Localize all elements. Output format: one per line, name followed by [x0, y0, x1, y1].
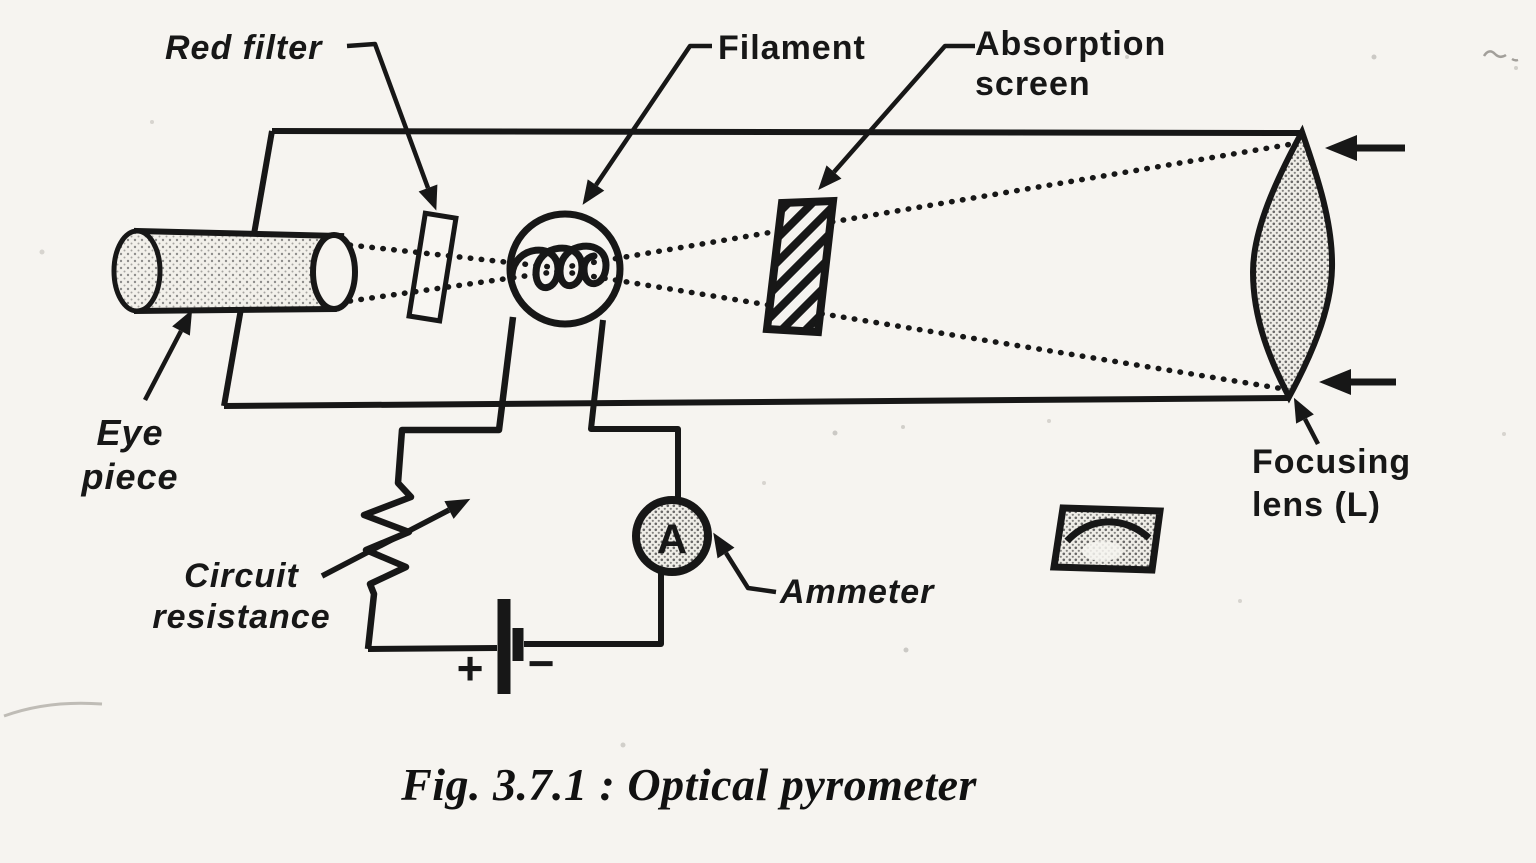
filament-image-icon: [1049, 504, 1164, 574]
absorption-screen-leader-arrow: [818, 43, 975, 191]
eyepiece-left-cap: [111, 228, 163, 314]
light-ray-lower-right: [569, 270, 1287, 392]
focusing-lens-glass: [1249, 124, 1336, 404]
light-rays: [347, 140, 1301, 392]
light-ray-lower-left: [347, 268, 563, 304]
light-ray-upper-right: [569, 140, 1301, 269]
housing-top-edge: [271, 128, 1303, 136]
focusing-lens-leader-arrow: [1293, 397, 1320, 446]
ammeter-letter: A: [657, 516, 687, 563]
filament-label: Filament: [718, 29, 866, 67]
focusing-lens-label: Focusing lens (L): [1252, 443, 1412, 524]
label-leaders: [143, 41, 1320, 595]
scan-speckle: [1047, 419, 1051, 423]
scan-scribble: [1482, 50, 1519, 62]
scan-speckle: [832, 430, 838, 436]
housing-bottom-edge: [223, 395, 1289, 409]
circuit-wire-bottom-left: [367, 645, 498, 652]
pyrometer-body-outline: [221, 128, 1303, 409]
red-filter-label: Red filter: [165, 29, 323, 67]
rheostat-arrow: [320, 498, 471, 579]
scan-speckle: [39, 249, 45, 255]
scan-speckle: [901, 425, 905, 429]
ammeter-gauge: A: [632, 496, 712, 576]
figure-caption: Fig. 3.7.1 : Optical pyrometer: [401, 759, 977, 810]
ammeter-leader-arrow: [713, 532, 777, 595]
incoming-light-arrows: [1319, 135, 1405, 395]
eyepiece-leader-arrow: [143, 309, 193, 402]
red-filter-leader-arrow: [346, 41, 438, 211]
eyepiece-opening: [310, 232, 358, 312]
scan-speckle: [762, 481, 766, 485]
filament-bulb: [506, 210, 624, 328]
scan-speckle: [1514, 66, 1518, 70]
scan-speckle: [150, 120, 154, 124]
absorption-screen-plate: [762, 196, 838, 337]
battery-minus-sign: −: [528, 637, 555, 689]
lamp-circuit: [320, 316, 681, 694]
absorption-screen-label: Absorption screen: [975, 25, 1167, 103]
circuit-wire-bottom-right: [524, 572, 664, 647]
scan-speckle: [1371, 54, 1377, 60]
scan-smudge-curve: [3, 701, 103, 718]
scan-speckle: [620, 742, 626, 748]
scan-artifacts: [3, 50, 1519, 748]
eyepiece-cylinder: [111, 227, 358, 315]
scan-speckle: [903, 647, 909, 653]
ammeter-label: Ammeter: [780, 573, 935, 611]
circuit-resistance-label: Circuit resistance: [152, 557, 331, 636]
light-ray-upper-left: [347, 242, 563, 271]
filament-image-arc: [1064, 518, 1152, 544]
scan-speckle: [1238, 599, 1242, 603]
scan-speckle: [1502, 432, 1506, 436]
eye-piece-label: Eye piece: [81, 412, 179, 497]
filament-image-highlight: [1082, 541, 1122, 561]
rheostat-zigzag: [360, 316, 517, 650]
battery-plus-sign: +: [457, 642, 484, 694]
red-filter-glass: [406, 210, 459, 324]
circuit-wire-right: [588, 319, 681, 501]
filament-leader-arrow: [582, 43, 712, 205]
scan-speckle: [1125, 55, 1129, 59]
